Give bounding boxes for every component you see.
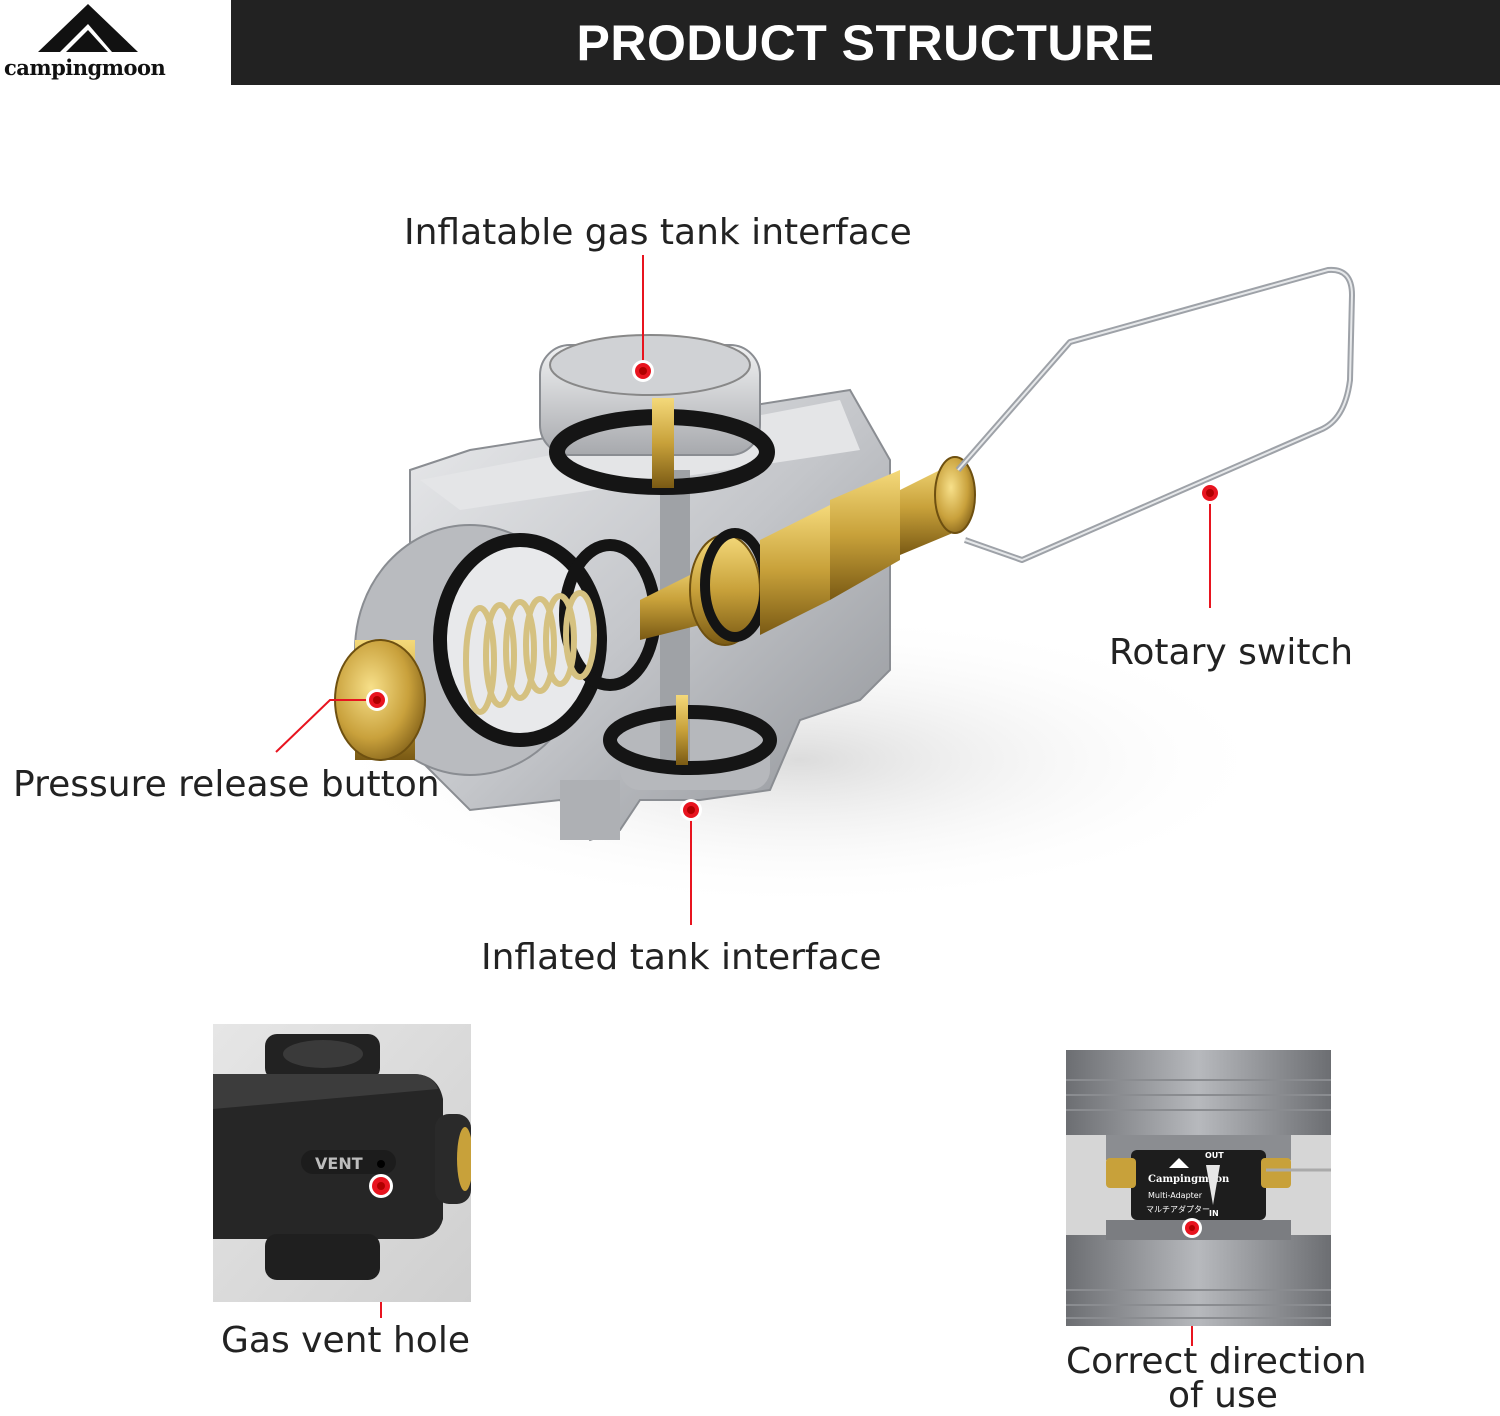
label-correct-direction-line1: Correct direction bbox=[1066, 1341, 1367, 1382]
top-o-ring bbox=[549, 398, 775, 495]
adapter-model: Multi-Adapter bbox=[1148, 1191, 1203, 1200]
marker-pressure-release bbox=[366, 689, 388, 711]
brass-shaft bbox=[640, 456, 976, 646]
out-label: OUT bbox=[1205, 1151, 1224, 1160]
logo-wordmark: campingmoon bbox=[4, 55, 166, 80]
label-pressure-release-button: Pressure release button bbox=[13, 764, 440, 805]
page-title: PRODUCT STRUCTURE bbox=[576, 14, 1155, 71]
vent-marking: VENT bbox=[315, 1154, 363, 1173]
marker-bottom-interface bbox=[680, 799, 702, 821]
direction-detail-photo: Campingmoon Multi-Adapter マルチアダプター OUT I… bbox=[1066, 1050, 1331, 1326]
marker-rotary-switch bbox=[1199, 482, 1221, 504]
label-inflatable-gas-tank-interface: Inflatable gas tank interface bbox=[404, 212, 912, 253]
marker-top-interface bbox=[632, 360, 654, 382]
callout-markers bbox=[366, 360, 1221, 821]
label-correct-direction-line2: of use bbox=[1168, 1375, 1278, 1416]
header-banner: PRODUCT STRUCTURE bbox=[231, 0, 1500, 85]
label-rotary-switch: Rotary switch bbox=[1109, 632, 1354, 673]
label-gas-vent-hole: Gas vent hole bbox=[221, 1320, 470, 1361]
wire-handle bbox=[955, 266, 1355, 563]
bottom-o-ring bbox=[603, 695, 777, 775]
adapter-brand: Campingmoon bbox=[1148, 1174, 1230, 1185]
mountain-logo-icon bbox=[38, 4, 138, 52]
brand-logo: campingmoon bbox=[0, 0, 200, 85]
vent-detail-photo: VENT bbox=[213, 1024, 471, 1302]
adapter-japanese: マルチアダプター bbox=[1146, 1204, 1210, 1214]
label-inflated-tank-interface: Inflated tank interface bbox=[481, 937, 882, 978]
in-label: IN bbox=[1209, 1209, 1219, 1218]
